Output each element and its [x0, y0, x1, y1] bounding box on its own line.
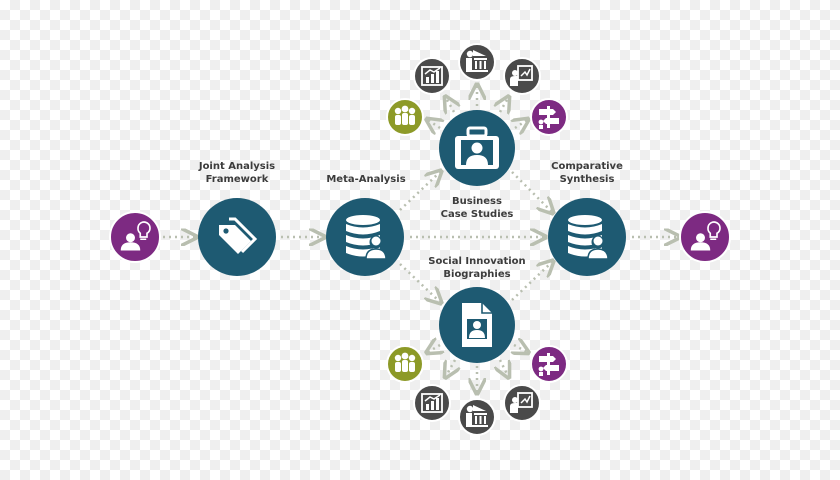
- social-innovation-biographies-node: [439, 287, 515, 363]
- arrow-bio-to-sat-chart: [446, 359, 455, 376]
- satellite-presentation-bottom: [503, 384, 541, 422]
- social-innovation-label: Social Innovation Biographies: [428, 256, 526, 280]
- business-case-studies-label: Business Case Studies: [440, 196, 514, 220]
- satellite-institution-bottom: [458, 398, 496, 436]
- connectors: [163, 86, 678, 392]
- joint-analysis-label: Joint Analysis Framework: [198, 161, 276, 185]
- business-case-studies-node: [439, 110, 515, 186]
- satellite-signpost-top: [530, 98, 568, 136]
- meta-analysis-label: Meta-Analysis: [326, 174, 406, 185]
- joint-analysis-framework-node: [198, 198, 276, 276]
- arrow-business-to-sat-chart: [446, 98, 454, 112]
- group-icon: [394, 352, 416, 372]
- comparative-synthesis-node: [548, 198, 626, 276]
- document-person-icon: [461, 302, 493, 348]
- arrow-business-to-sat-group: [428, 120, 440, 128]
- satellite-group-bottom: [386, 345, 424, 383]
- satellite-presentation-top: [503, 57, 541, 95]
- output-node: [679, 211, 731, 263]
- satellite-group-top: [386, 98, 424, 136]
- group-icon: [394, 105, 416, 125]
- satellite-chart-bottom: [413, 384, 451, 422]
- comparative-synthesis-label: Comparative Synthesis: [551, 161, 623, 185]
- arrow-business-to-sat-sign: [515, 120, 527, 128]
- input-node: [109, 211, 161, 263]
- arrow-bio-to-sat-present: [500, 359, 508, 376]
- arrow-business-to-sat-present: [500, 98, 508, 112]
- arrow-bio-to-sat-sign: [514, 345, 527, 352]
- satellite-signpost-bottom: [530, 345, 568, 383]
- meta-analysis-node: [326, 198, 404, 276]
- satellite-institution-top: [458, 43, 496, 81]
- satellite-chart-top: [413, 57, 451, 95]
- arrow-bio-to-sat-group: [428, 345, 440, 352]
